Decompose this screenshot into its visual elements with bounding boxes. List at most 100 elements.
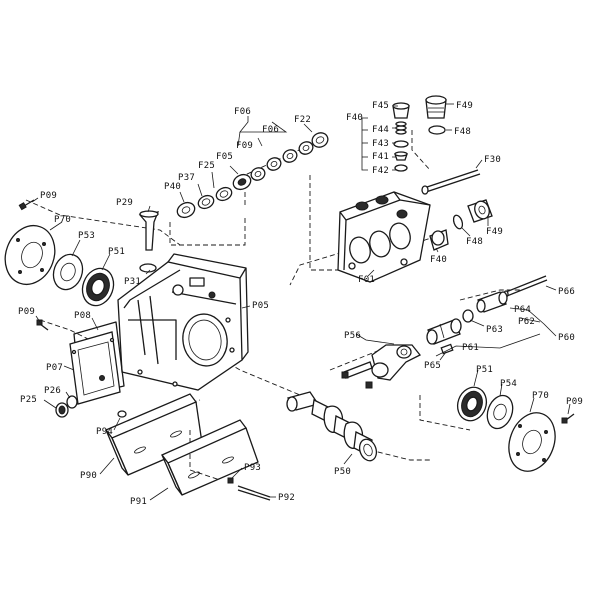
oil-seal <box>52 253 84 291</box>
label-p91: P91 <box>130 497 147 507</box>
label-p29: P29 <box>116 198 133 208</box>
label-p64: P64 <box>514 305 531 315</box>
screw <box>36 319 49 331</box>
label-f41: F41 <box>372 152 389 162</box>
label-f25: F25 <box>198 161 215 171</box>
label-f44: F44 <box>372 125 389 135</box>
side-valve <box>429 229 449 251</box>
label-p54: P54 <box>500 379 517 389</box>
side-o-ring <box>452 214 464 230</box>
packing-ring <box>311 132 329 148</box>
label-p51: P51 <box>108 247 125 257</box>
o-ring <box>139 263 157 273</box>
packing-stack <box>176 132 329 219</box>
packing-ring <box>176 201 196 219</box>
valve-plug <box>425 95 447 119</box>
label-f48: F48 <box>466 237 483 247</box>
valve-manifold <box>337 191 431 283</box>
bracket-nut <box>227 477 234 484</box>
packing-ring <box>215 186 233 202</box>
packing-ring <box>232 173 252 191</box>
label-p05: P05 <box>252 301 269 311</box>
mounting-bracket-lower <box>160 419 259 496</box>
valve-o-ring <box>394 164 408 172</box>
bearing <box>456 386 488 422</box>
cover-plate <box>4 224 56 286</box>
leader-lines <box>31 103 571 501</box>
label-f45: F45 <box>372 101 389 111</box>
label-p40: P40 <box>164 182 181 192</box>
label-p92: P92 <box>278 493 295 503</box>
valve-cap <box>392 102 410 119</box>
label-f40: F40 <box>346 113 363 123</box>
crankshaft <box>286 391 378 462</box>
label-p61: P61 <box>462 343 479 353</box>
packing-ring <box>250 167 266 181</box>
plunger-washer <box>462 309 474 323</box>
label-p93: P93 <box>244 463 261 473</box>
label-f42: F42 <box>372 166 389 176</box>
bearing <box>81 267 115 307</box>
bracket-bolt <box>237 485 271 501</box>
bracket-washer <box>117 410 127 418</box>
valve-spring <box>395 121 407 135</box>
plunger <box>138 210 160 251</box>
side-plug <box>467 199 493 223</box>
label-f49: F49 <box>456 101 473 111</box>
label-p26: P26 <box>44 386 61 396</box>
packing-ring <box>266 157 282 171</box>
label-f06: F06 <box>262 125 279 135</box>
label-f09: F09 <box>236 141 253 151</box>
crosshead <box>426 318 462 345</box>
label-p37: P37 <box>178 173 195 183</box>
screw <box>18 199 35 211</box>
mounting-bracket-upper <box>104 393 203 476</box>
part-labels: F06 F06 F22 F09 F05 F25 P37 P40 P29 P31 … <box>18 101 583 507</box>
screw <box>561 413 575 424</box>
packing-ring <box>298 141 314 155</box>
label-f30: F30 <box>484 155 501 165</box>
label-p08: P08 <box>74 311 91 321</box>
label-p51: P51 <box>476 365 493 375</box>
label-p09: P09 <box>18 307 35 317</box>
oil-seal <box>486 394 514 430</box>
label-p25: P25 <box>20 395 37 405</box>
label-p66: P66 <box>558 287 575 297</box>
packing-ring <box>282 149 298 163</box>
valve-seat <box>394 151 408 161</box>
label-p62: P62 <box>518 317 535 327</box>
label-p09: P09 <box>40 191 57 201</box>
label-p70: P70 <box>532 391 549 401</box>
label-p07: P07 <box>46 363 63 373</box>
rear-cover <box>69 331 121 405</box>
crankcase <box>117 253 249 391</box>
label-p90: P90 <box>80 471 97 481</box>
label-f48: F48 <box>454 127 471 137</box>
crosshead-pin <box>440 343 454 355</box>
plunger-rod <box>503 275 548 298</box>
label-p56: P56 <box>344 331 361 341</box>
valve-plate <box>393 140 409 148</box>
manifold-stud <box>421 169 481 195</box>
drain-washer <box>66 395 78 409</box>
plunger-sleeve <box>476 291 508 313</box>
label-p31: P31 <box>124 277 141 287</box>
label-p53: P53 <box>78 231 95 241</box>
connecting-rod <box>341 344 422 389</box>
label-f22: F22 <box>294 115 311 125</box>
drain-plug <box>55 402 69 418</box>
label-p94: P94 <box>96 427 113 437</box>
packing-ring <box>197 194 215 210</box>
label-f49: F49 <box>486 227 503 237</box>
label-p70: P70 <box>54 215 71 225</box>
label-p60: P60 <box>558 333 575 343</box>
valve-stack <box>392 102 410 172</box>
label-p65: P65 <box>424 361 441 371</box>
label-f01: F01 <box>358 275 375 285</box>
label-p50: P50 <box>334 467 351 477</box>
label-f05: F05 <box>216 152 233 162</box>
cover-plate <box>508 412 556 472</box>
label-f06: F06 <box>234 107 251 117</box>
label-f40: F40 <box>430 255 447 265</box>
